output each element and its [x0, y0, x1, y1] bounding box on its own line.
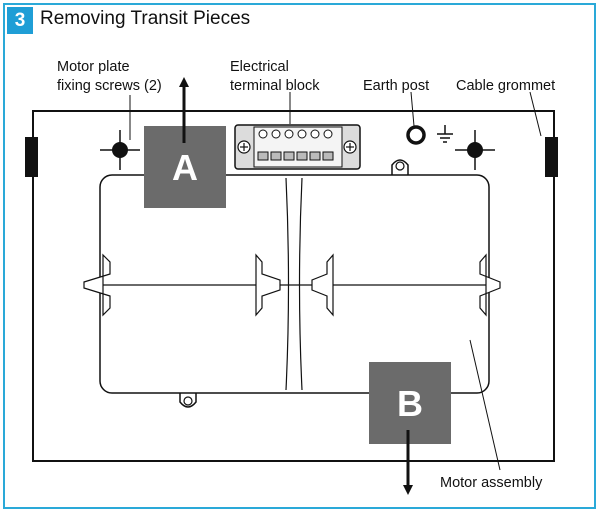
cable-grommet-left	[25, 137, 38, 177]
leader-motor	[469, 339, 501, 471]
fixing-screw-left	[100, 130, 140, 170]
marker-a-label: A	[172, 147, 198, 188]
fixing-screw-right	[455, 130, 495, 170]
leader-earth	[410, 91, 415, 127]
label-cable-grommet: Cable grommet	[456, 78, 555, 94]
label-motor-plate-screws-line1: Motor plate	[57, 59, 130, 75]
terminal-block	[234, 124, 361, 170]
marker-b: B	[369, 362, 451, 444]
cable-grommet-right	[545, 137, 558, 177]
motor-lug-bottom	[179, 392, 197, 408]
motor-assembly	[83, 174, 501, 394]
marker-b-label: B	[397, 383, 423, 424]
label-terminal-block-line2: terminal block	[230, 78, 320, 94]
label-terminal-block-line1: Electrical	[230, 59, 289, 75]
leader-grommet	[529, 91, 542, 137]
section-title: Removing Transit Pieces	[40, 8, 251, 29]
enclosure-outline	[32, 110, 555, 462]
step-number-badge: 3	[7, 7, 33, 34]
earth-post	[406, 125, 453, 145]
label-earth-post: Earth post	[363, 78, 429, 94]
label-motor-plate-screws-line2: fixing screws (2)	[57, 78, 162, 94]
label-motor-assembly: Motor assembly	[440, 475, 543, 491]
motor-lug-top	[391, 159, 409, 175]
